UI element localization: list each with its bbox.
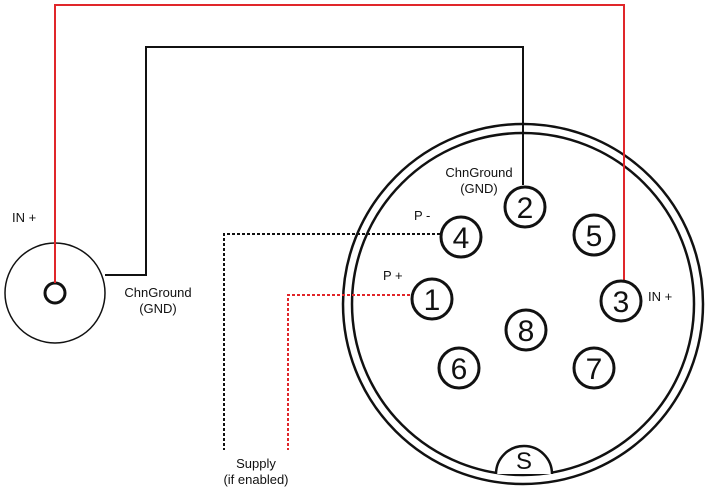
pin-4-number: 4 (453, 222, 470, 255)
pin-6-number: 6 (451, 353, 468, 386)
p-minus-label: P - (414, 208, 430, 223)
pin-2-circle (503, 185, 547, 229)
pin-numbers: 1 2 3 4 5 6 7 8 S (424, 192, 630, 475)
chn-ground-top-label: ChnGround (445, 165, 512, 180)
pin-8-circle (504, 308, 548, 352)
pin-1-number: 1 (424, 284, 441, 317)
if-enabled-label: (if enabled) (223, 472, 288, 487)
pin-7-circle (572, 346, 616, 390)
in-plus-right-label: IN + (648, 289, 672, 304)
gnd-wire (105, 46, 524, 276)
gnd-left-label: (GND) (139, 301, 177, 316)
in-plus-left-label: IN + (12, 210, 36, 225)
pin-circles (410, 185, 643, 390)
labels: IN + ChnGround (GND) ChnGround (GND) P -… (12, 165, 672, 487)
pin-5-circle (572, 213, 616, 257)
pin-1-circle (410, 277, 454, 321)
pin-3-number: 3 (613, 286, 630, 319)
connector-key-notch (494, 444, 554, 475)
p-minus-wire (223, 233, 440, 450)
key-s-label: S (516, 448, 532, 475)
pin-2-number: 2 (517, 192, 534, 225)
p-plus-wire (287, 294, 410, 450)
bnc-center-pin (43, 281, 67, 305)
p-plus-label: P + (383, 268, 403, 283)
supply-label: Supply (236, 456, 276, 471)
in-plus-wire (54, 4, 625, 283)
gnd-top-label: (GND) (460, 181, 498, 196)
chn-ground-left-label: ChnGround (124, 285, 191, 300)
pin-7-number: 7 (586, 353, 603, 386)
wires (54, 4, 625, 450)
pin-5-number: 5 (586, 220, 603, 253)
pin-3-circle (599, 279, 643, 323)
pin-8-number: 8 (518, 315, 535, 348)
pin-6-circle (437, 346, 481, 390)
pin-4-circle (439, 215, 483, 259)
